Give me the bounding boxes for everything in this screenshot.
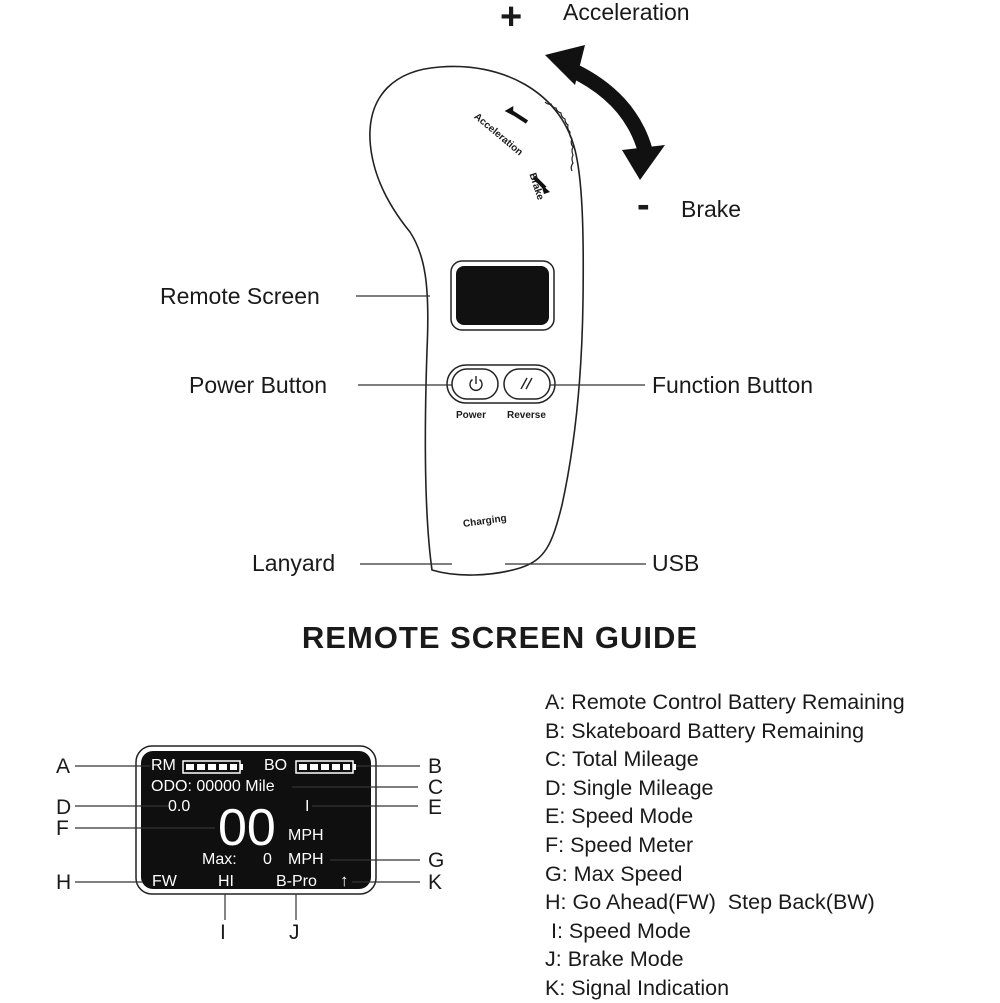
callout-d: D xyxy=(56,796,72,819)
legend-item-c: C: Total Mileage xyxy=(545,747,699,772)
usb-label: USB xyxy=(652,550,700,576)
legend-item-h: H: Go Ahead(FW) Step Back(BW) xyxy=(545,890,875,915)
guide-screen xyxy=(141,751,371,889)
signal-icon: ↑ xyxy=(340,871,349,890)
brake-mode-readout: B-Pro xyxy=(276,873,317,890)
brake-label: Brake xyxy=(681,196,742,222)
callout-k: K xyxy=(428,871,443,894)
legend-item-f: F: Speed Meter xyxy=(545,832,694,857)
lanyard-label: Lanyard xyxy=(252,550,336,576)
legend-item-j: J: Brake Mode xyxy=(545,947,684,972)
legend-item-i: I: Speed Mode xyxy=(545,918,691,943)
function-button-label: Function Button xyxy=(652,372,814,398)
remote-battery-icon xyxy=(182,760,243,774)
power-button-label: Power Button xyxy=(189,372,328,398)
rm-label: RM xyxy=(151,757,176,774)
callout-g: G xyxy=(428,849,445,872)
legend-item-d: D: Single Mileage xyxy=(545,775,714,800)
speed-readout: 00 xyxy=(218,799,276,857)
remote-outline xyxy=(369,65,585,576)
callout-a: A xyxy=(56,755,71,778)
bo-label: BO xyxy=(264,757,288,774)
power-caption: Power xyxy=(456,410,487,421)
guide-screen-frame xyxy=(135,745,377,895)
direction-readout: FW xyxy=(152,873,177,890)
single-mileage-readout: 0.0 xyxy=(168,798,191,815)
reverse-icon xyxy=(520,377,533,390)
odo-readout: ODO: 00000 Mile xyxy=(151,778,275,795)
callout-f: F xyxy=(56,817,69,840)
callout-h: H xyxy=(56,871,72,894)
speed-unit: MPH xyxy=(288,827,324,844)
power-icon xyxy=(469,376,483,391)
callout-j: J xyxy=(289,921,300,944)
board-battery-icon xyxy=(295,760,356,774)
minus-sign: - xyxy=(637,184,650,226)
guide-title: REMOTE SCREEN GUIDE xyxy=(301,620,699,655)
remote-screen-display xyxy=(450,260,555,331)
power-button[interactable] xyxy=(451,368,499,400)
callout-c: C xyxy=(428,776,444,799)
legend-item-k: K: Signal Indication xyxy=(545,975,730,1000)
legend-list: A: Remote Control Battery Remaining B: S… xyxy=(545,688,905,1003)
remote-screen-label: Remote Screen xyxy=(160,283,320,309)
callout-e: E xyxy=(428,796,443,819)
plus-sign: + xyxy=(500,0,523,38)
reverse-caption: Reverse xyxy=(507,410,546,421)
speed-mode-indicator: I xyxy=(305,798,310,815)
function-button[interactable] xyxy=(503,368,551,400)
max-label: Max: xyxy=(202,851,237,868)
acceleration-label: Acceleration xyxy=(563,0,690,25)
legend-item-a: A: Remote Control Battery Remaining xyxy=(545,690,905,714)
callout-i: I xyxy=(220,921,226,944)
throttle-direction-arrow xyxy=(568,63,653,153)
legend-item-b: B: Skateboard Battery Remaining xyxy=(545,718,865,743)
max-value: 0 xyxy=(263,851,272,868)
throttle-wheel xyxy=(544,101,574,172)
legend-item-g: G: Max Speed xyxy=(545,861,683,886)
callout-b: B xyxy=(428,755,443,778)
max-unit: MPH xyxy=(288,851,324,868)
speed-mode-readout: HI xyxy=(218,873,234,890)
legend-item-e: E: Speed Mode xyxy=(545,804,694,829)
